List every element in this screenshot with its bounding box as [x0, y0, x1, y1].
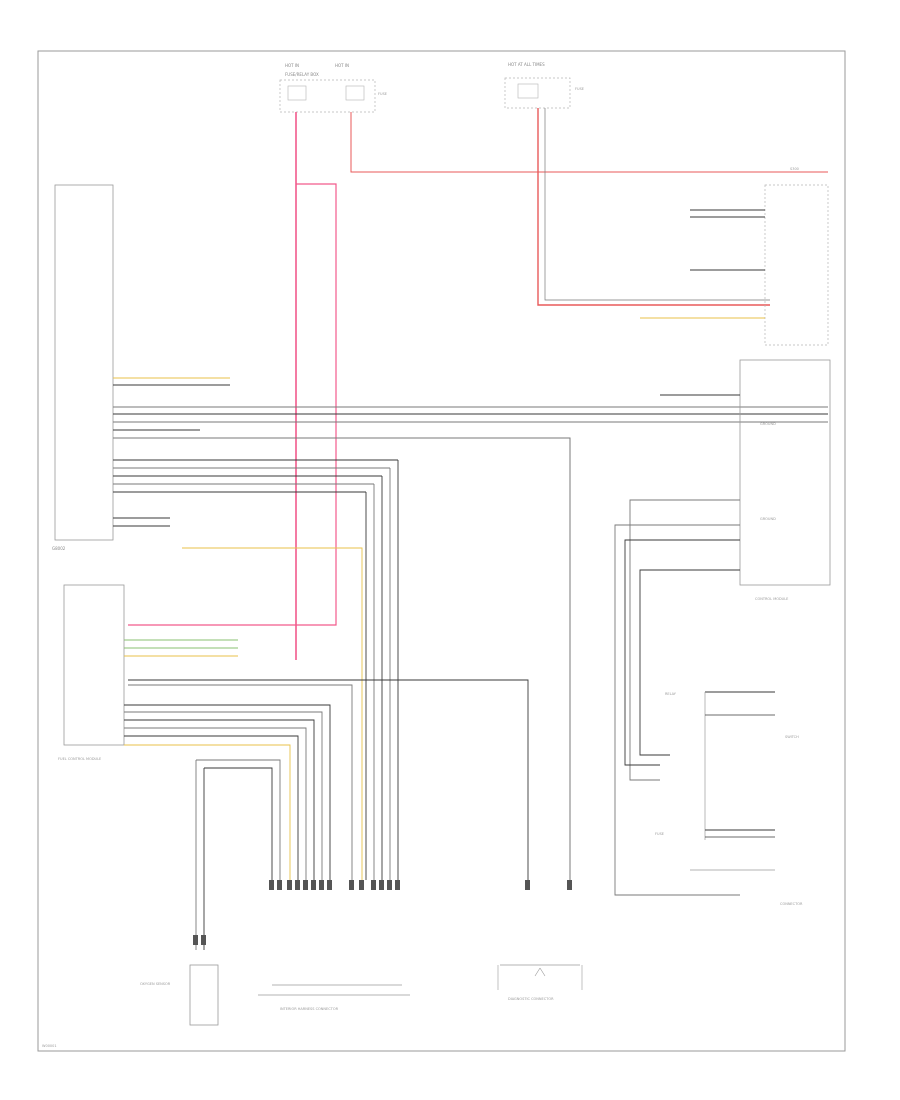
fuse-hot-label-b: HOT IN	[335, 63, 349, 68]
right-top-module	[764, 184, 829, 346]
right-mid-wires	[614, 394, 740, 896]
lower-left-module-label: FUEL CONTROL MODULE	[58, 757, 101, 761]
left-module-id: G8002	[52, 546, 66, 551]
right-mid-module	[739, 359, 831, 586]
red-power-wire	[537, 108, 770, 306]
right-mid-label-b: GROUND	[760, 517, 776, 521]
diagnostic-connector: DIAGNOSTIC CONNECTOR	[497, 964, 583, 1001]
fuse-hot-label-right: HOT AT ALL TIMES	[508, 62, 545, 67]
fuse-hot-label-a: HOT IN	[285, 63, 299, 68]
right-mid-label-a: GROUND	[760, 422, 776, 426]
left-control-module	[54, 184, 114, 541]
right-lower-label-a: RELAY	[665, 692, 677, 696]
fuse-box-right: HOT AT ALL TIMES FUSE	[504, 62, 584, 109]
gray-power-wire	[350, 112, 828, 173]
connector-label: INTERIOR HARNESS CONNECTOR	[280, 1007, 339, 1011]
right-lower-label-b: SWITCH	[785, 735, 799, 739]
fuse-caption-left: FUSE	[378, 92, 387, 96]
right-lower-components: RELAY SWITCH FUSE CONNECTOR	[655, 691, 803, 906]
right-lower-label-c: FUSE	[655, 832, 664, 836]
footer-code: W00001	[42, 1044, 57, 1048]
lower-left-module	[63, 584, 125, 746]
sensor-label: OXYGEN SENSOR	[140, 982, 171, 986]
splice-label: S300	[790, 167, 799, 171]
fuse-box-left: HOT IN HOT IN FUSE/RELAY BOX FUSE	[279, 63, 387, 113]
pink-power-wire-branch	[128, 183, 337, 626]
right-mid-label-c: CONTROL MODULE	[755, 597, 788, 601]
vertical-drops	[128, 460, 529, 880]
connector-pins	[193, 880, 572, 945]
oxygen-sensor	[189, 964, 219, 1026]
lower-left-harness	[124, 639, 331, 950]
fuse-box-label: FUSE/RELAY BOX	[285, 72, 319, 77]
diagram-border	[37, 50, 846, 1052]
left-harness	[113, 377, 828, 880]
red-power-wire-2	[544, 108, 770, 301]
diagnostic-label: DIAGNOSTIC CONNECTOR	[508, 997, 554, 1001]
right-top-wires	[640, 209, 765, 319]
fuse-caption-right: FUSE	[575, 87, 584, 91]
interior-connector: INTERIOR HARNESS CONNECTOR	[258, 984, 410, 1011]
right-lower-label-d: CONNECTOR	[780, 902, 803, 906]
